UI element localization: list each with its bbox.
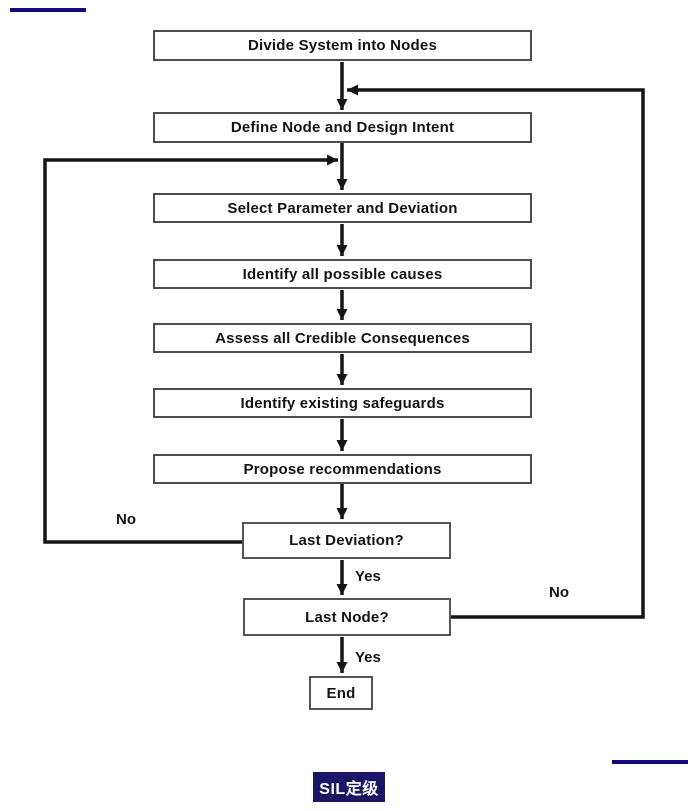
flow-node-last-node: Last Node? [243,598,451,636]
flow-node-propose-recommendations: Propose recommendations [153,454,532,484]
flow-node-select-parameter: Select Parameter and Deviation [153,193,532,223]
edge-label-yes-last-deviation: Yes [355,568,381,585]
flow-node-last-deviation: Last Deviation? [242,522,451,559]
flow-node-assess-consequences: Assess all Credible Consequences [153,323,532,353]
edge-no-loop-left [43,154,338,544]
edge-label-no-right-loop: No [549,584,569,601]
flow-node-divide-system: Divide System into Nodes [153,30,532,61]
edge-no-loop-right [347,84,645,619]
edge-label-no-left-loop: No [116,511,136,528]
flow-node-define-node: Define Node and Design Intent [153,112,532,143]
sil-rating-badge: SIL定级 [313,772,385,802]
bottom-right-accent-line [612,760,688,764]
flow-node-identify-causes: Identify all possible causes [153,259,532,289]
flow-node-identify-safeguards: Identify existing safeguards [153,388,532,418]
flow-node-end: End [309,676,373,710]
top-left-accent-line [10,8,86,12]
edge-label-yes-last-node: Yes [355,649,381,666]
